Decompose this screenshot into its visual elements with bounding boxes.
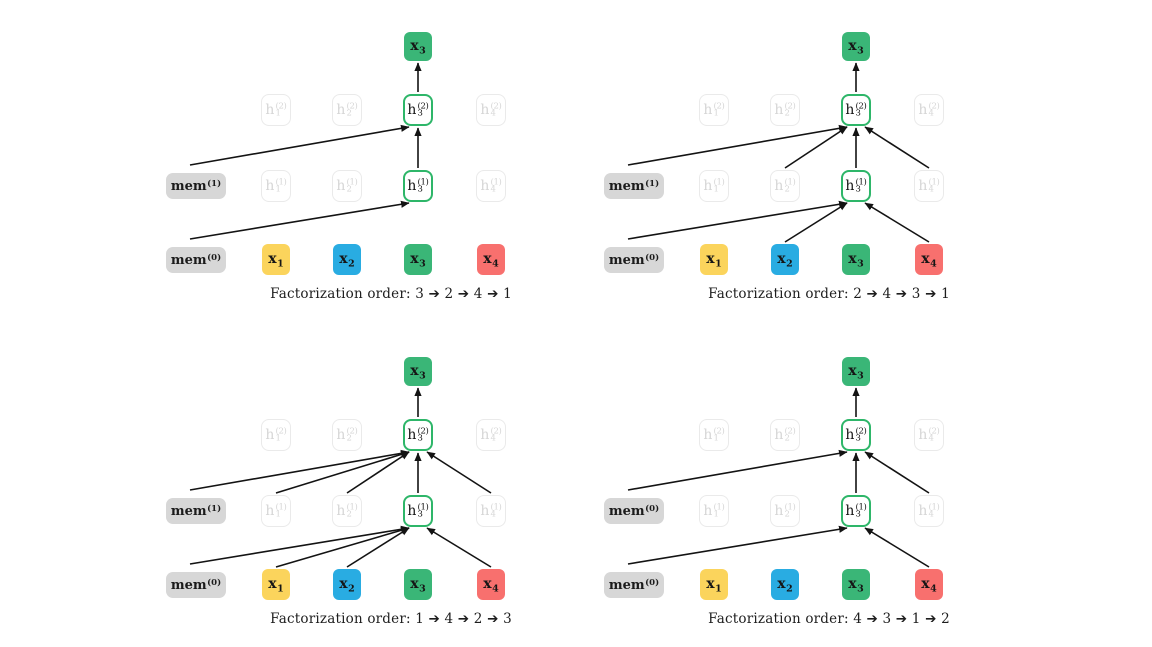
arrow-h2_1-to-h3_2 <box>346 451 410 494</box>
token-x3: x3 <box>404 244 432 275</box>
arrow-h1_1-to-h3_2 <box>275 450 410 494</box>
token-x2: x2 <box>333 569 361 600</box>
attention-arrows <box>627 387 930 568</box>
memory-layer0: mem(0) <box>166 572 226 598</box>
arrow-mem0-to-h3_1 <box>189 200 410 240</box>
hidden-h3-layer2: h(2)3 <box>403 419 433 451</box>
token-x1: x1 <box>262 244 290 275</box>
arrow-x4-to-h3_1 <box>864 527 930 568</box>
token-x4: x4 <box>477 244 505 275</box>
token-label: x3 <box>410 362 426 382</box>
arrow-h4_1-to-h3_2 <box>864 126 930 169</box>
memory-layer1: mem(1) <box>604 173 664 199</box>
attention-arrows <box>189 62 422 240</box>
arrow-mem1-to-h3_2 <box>627 449 848 491</box>
memory-layer0: mem(0) <box>604 572 664 598</box>
token-x2: x2 <box>771 569 799 600</box>
factorization-order-caption: Factorization order: 3 ➔ 2 ➔ 4 ➔ 1 <box>270 286 512 302</box>
memory-layer1: mem(0) <box>604 498 664 524</box>
attention-arrows <box>627 62 930 243</box>
hidden-h1-layer1: h(1)1 <box>699 170 729 202</box>
memory-layer1: mem(1) <box>166 498 226 524</box>
factorization-order-caption: Factorization order: 4 ➔ 3 ➔ 1 ➔ 2 <box>708 611 950 627</box>
hidden-h3-layer2: h(2)3 <box>403 94 433 126</box>
memory-layer0: mem(0) <box>604 247 664 273</box>
token-x3: x3 <box>404 569 432 600</box>
factorization-panel-3: x3 h(2)1 h(2)2 h(2)3 h(2)4 mem(1) h(1)1 … <box>158 345 588 645</box>
hidden-h1-layer2: h(2)1 <box>261 419 291 451</box>
token-x1: x1 <box>700 244 728 275</box>
arrow-mem0-to-h3_1 <box>189 525 410 565</box>
hidden-h4-layer2: h(2)4 <box>476 419 506 451</box>
arrow-mem1-to-h3_2 <box>627 124 848 166</box>
hidden-h1-layer1: h(1)1 <box>699 495 729 527</box>
hidden-h4-layer2: h(2)4 <box>476 94 506 126</box>
token-x3: x3 <box>842 244 870 275</box>
token-x2: x2 <box>333 244 361 275</box>
hidden-h4-layer2: h(2)4 <box>914 419 944 451</box>
token-x4: x4 <box>477 569 505 600</box>
arrow-x4-to-h3_1 <box>864 202 930 243</box>
attention-arrows <box>189 387 492 568</box>
factorization-panel-4: x3 h(2)1 h(2)2 h(2)3 h(2)4 mem(0) h(1)1 … <box>596 345 1026 645</box>
token-x3-output: x3 <box>404 32 432 61</box>
hidden-h1-layer2: h(2)1 <box>699 419 729 451</box>
arrow-h4_1-to-h3_2 <box>426 451 492 494</box>
arrow-mem1-to-h3_2 <box>189 449 410 491</box>
token-x3: x3 <box>842 569 870 600</box>
arrow-x2-to-h3_1 <box>346 527 410 568</box>
token-x3-output: x3 <box>404 357 432 386</box>
arrow-h2_1-to-h3_2 <box>784 126 848 169</box>
hidden-h2-layer2: h(2)2 <box>332 94 362 126</box>
hidden-h1-layer2: h(2)1 <box>261 94 291 126</box>
factorization-panel-2: x3 h(2)1 h(2)2 h(2)3 h(2)4 mem(1) h(1)1 … <box>596 20 1026 320</box>
arrow-mem0-to-h3_1 <box>627 525 848 565</box>
arrow-x2-to-h3_1 <box>784 202 848 243</box>
token-label: x3 <box>848 362 864 382</box>
hidden-h3-layer1: h(1)3 <box>403 170 433 202</box>
hidden-h2-layer1: h(1)2 <box>770 495 800 527</box>
token-x2: x2 <box>771 244 799 275</box>
hidden-h3-layer1: h(1)3 <box>841 170 871 202</box>
hidden-h1-layer1: h(1)1 <box>261 170 291 202</box>
hidden-h3-layer2: h(2)3 <box>841 94 871 126</box>
token-x4: x4 <box>915 569 943 600</box>
arrow-mem1-to-h3_2 <box>189 124 410 166</box>
arrow-x4-to-h3_1 <box>426 527 492 568</box>
hidden-h2-layer1: h(1)2 <box>332 495 362 527</box>
hidden-h4-layer1: h(1)4 <box>914 170 944 202</box>
hidden-h1-layer1: h(1)1 <box>261 495 291 527</box>
arrow-x1-to-h3_1 <box>275 526 410 568</box>
hidden-h3-layer2: h(2)3 <box>841 419 871 451</box>
factorization-panel-1: x3 h(2)1 h(2)2 h(2)3 h(2)4 mem(1) h(1)1 … <box>158 20 588 320</box>
hidden-h2-layer2: h(2)2 <box>332 419 362 451</box>
factorization-order-caption: Factorization order: 2 ➔ 4 ➔ 3 ➔ 1 <box>708 286 950 302</box>
hidden-h4-layer2: h(2)4 <box>914 94 944 126</box>
token-x3-output: x3 <box>842 32 870 61</box>
token-label: x3 <box>848 37 864 57</box>
hidden-h2-layer2: h(2)2 <box>770 419 800 451</box>
arrow-h4_1-to-h3_2 <box>864 451 930 494</box>
hidden-h2-layer1: h(1)2 <box>770 170 800 202</box>
hidden-h1-layer2: h(2)1 <box>699 94 729 126</box>
token-label: x3 <box>410 37 426 57</box>
memory-layer0: mem(0) <box>166 247 226 273</box>
arrow-mem0-to-h3_1 <box>627 200 848 240</box>
hidden-h4-layer1: h(1)4 <box>476 495 506 527</box>
hidden-h2-layer2: h(2)2 <box>770 94 800 126</box>
hidden-h4-layer1: h(1)4 <box>914 495 944 527</box>
hidden-h4-layer1: h(1)4 <box>476 170 506 202</box>
token-x4: x4 <box>915 244 943 275</box>
hidden-h3-layer1: h(1)3 <box>403 495 433 527</box>
memory-layer1: mem(1) <box>166 173 226 199</box>
factorization-order-caption: Factorization order: 1 ➔ 4 ➔ 2 ➔ 3 <box>270 611 512 627</box>
hidden-h3-layer1: h(1)3 <box>841 495 871 527</box>
token-x3-output: x3 <box>842 357 870 386</box>
token-x1: x1 <box>262 569 290 600</box>
hidden-h2-layer1: h(1)2 <box>332 170 362 202</box>
token-x1: x1 <box>700 569 728 600</box>
